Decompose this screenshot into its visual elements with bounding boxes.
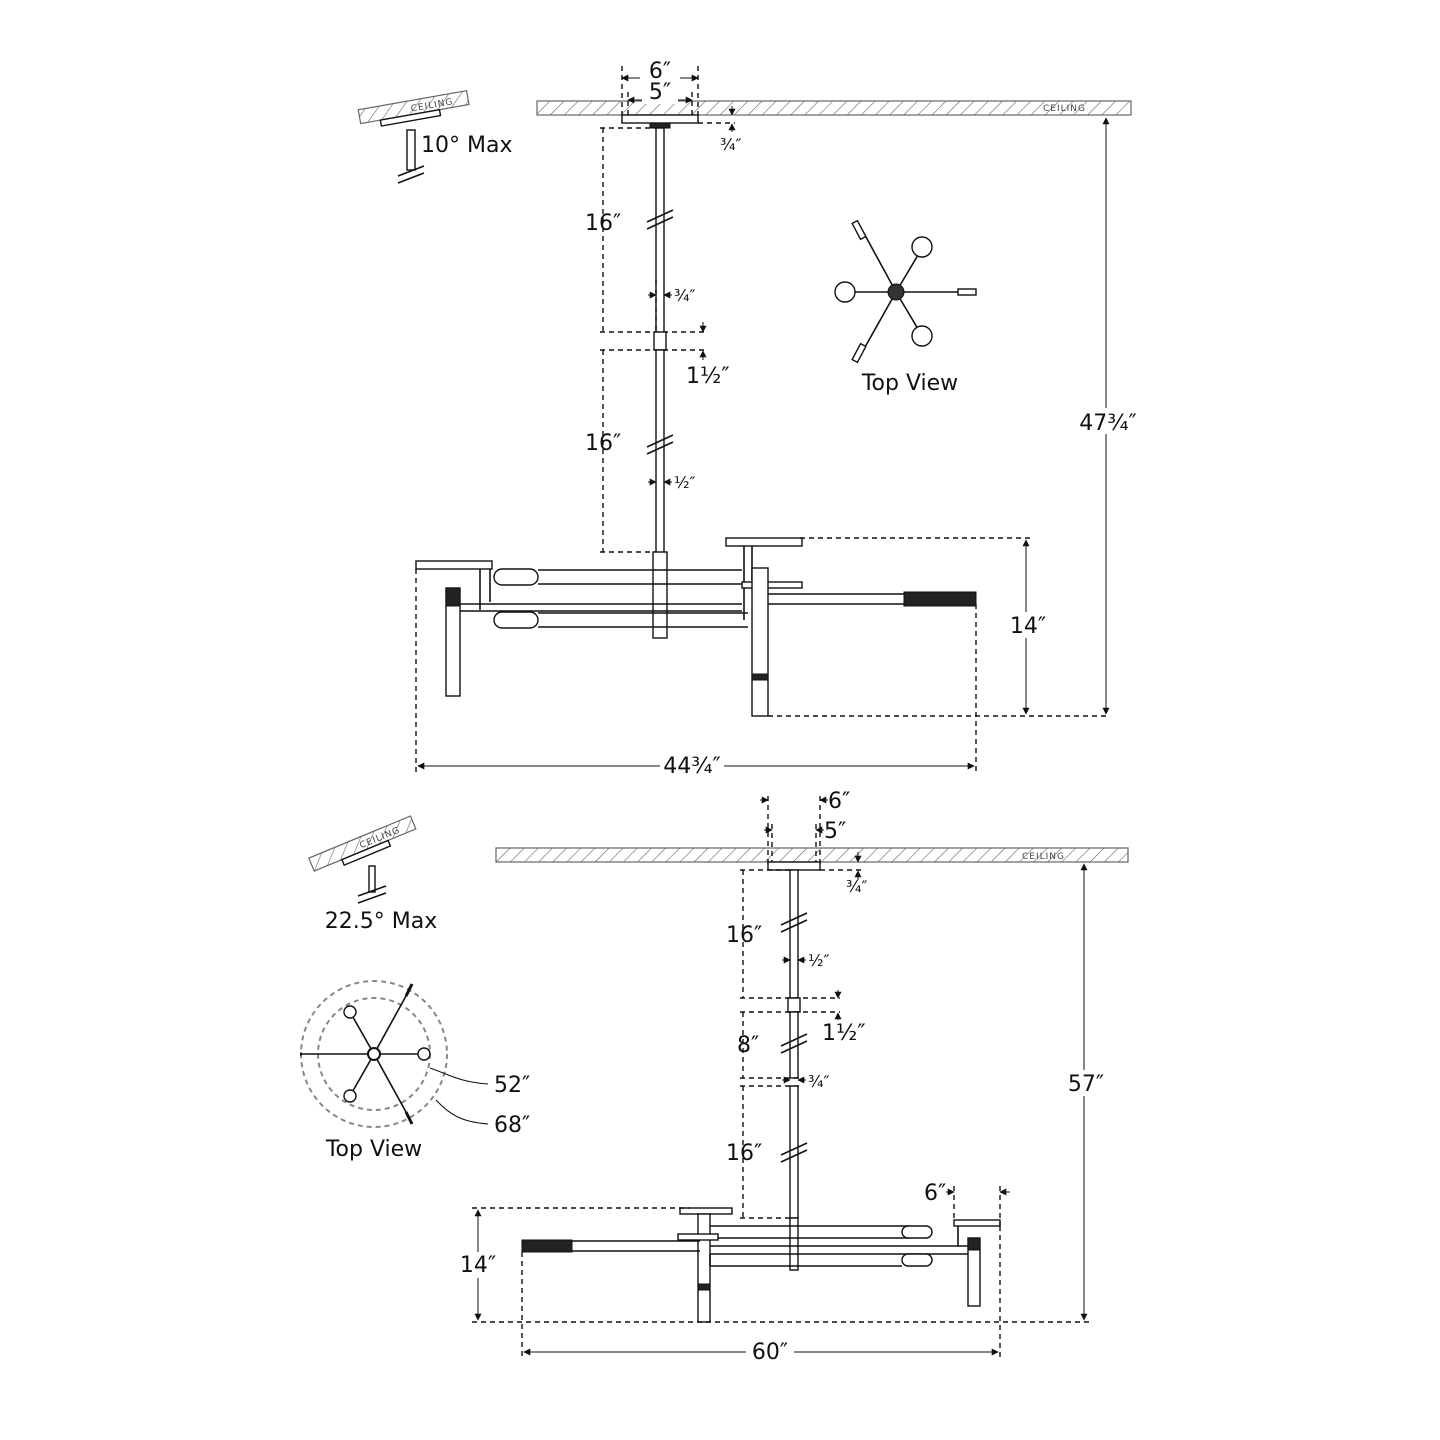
canopy-inner-dim: 5″ [824,819,846,844]
stem-a [789,869,799,999]
ceiling-bar [536,100,1132,116]
stem-c [789,1085,799,1219]
rod-dim: ½″ [808,951,830,970]
overall-height-dim: 47¾″ [1079,411,1137,436]
stem-diameter-dim: ¾″ [808,1072,830,1091]
top-drawing: CEILING 6″ 5″ ¾″ 16″ ¾″ [357,59,1138,779]
inner-diameter-dim: 52″ [494,1073,530,1098]
stem-c-dim: 16″ [726,1141,762,1166]
stem-upper [655,127,665,334]
top-view-label: Top View [861,371,958,396]
coupler [787,997,801,1013]
overall-width-dim: 60″ [752,1340,788,1365]
coupler [653,331,667,351]
coupler-dim: 1½″ [822,1021,866,1046]
canopy-outer-dim: 6″ [649,59,671,84]
outer-diameter-dim: 68″ [494,1113,530,1138]
arm-offset-dim: 6″ [924,1181,946,1206]
top-view-label: Top View [325,1137,422,1162]
fixture-body [521,1207,1001,1323]
overall-height-dim: 57″ [1068,1072,1104,1097]
top-view-diagram [834,219,977,364]
fixture-height-dim: 14″ [460,1253,496,1278]
coupler-dim: 1½″ [686,364,730,389]
canopy [767,861,821,871]
slope-label: 10° Max [421,133,512,158]
stem-diameter-dim: ¾″ [674,286,696,305]
stem-lower-dim: 16″ [585,431,621,456]
fixture-height-dim: 14″ [1010,614,1046,639]
canopy [621,114,699,124]
overall-width-dim: 44¾″ [663,754,721,779]
canopy-inner-dim: 5″ [649,80,671,105]
top-view-diagram [300,980,489,1128]
slope-label: 22.5° Max [325,909,437,934]
fixture-body [415,537,977,717]
canopy-height-dim: ¾″ [720,135,742,154]
canopy-height-dim: ¾″ [846,877,868,896]
slope-detail: CEILING [308,815,417,904]
stem-upper-dim: 16″ [585,211,621,236]
ceiling-label: CEILING [1043,104,1086,114]
stem-lower [655,349,665,554]
slope-detail: CEILING [357,89,470,184]
rod-dim: ½″ [674,473,696,492]
ceiling-label: CEILING [1022,852,1065,862]
stem-a-dim: 16″ [726,923,762,948]
bottom-drawing: CEILING 6″ 5″ ¾″ 16″ ½″ 1½″ [300,789,1129,1365]
canopy-outer-dim: 6″ [828,789,850,814]
stem-b-dim: 8″ [737,1033,759,1058]
